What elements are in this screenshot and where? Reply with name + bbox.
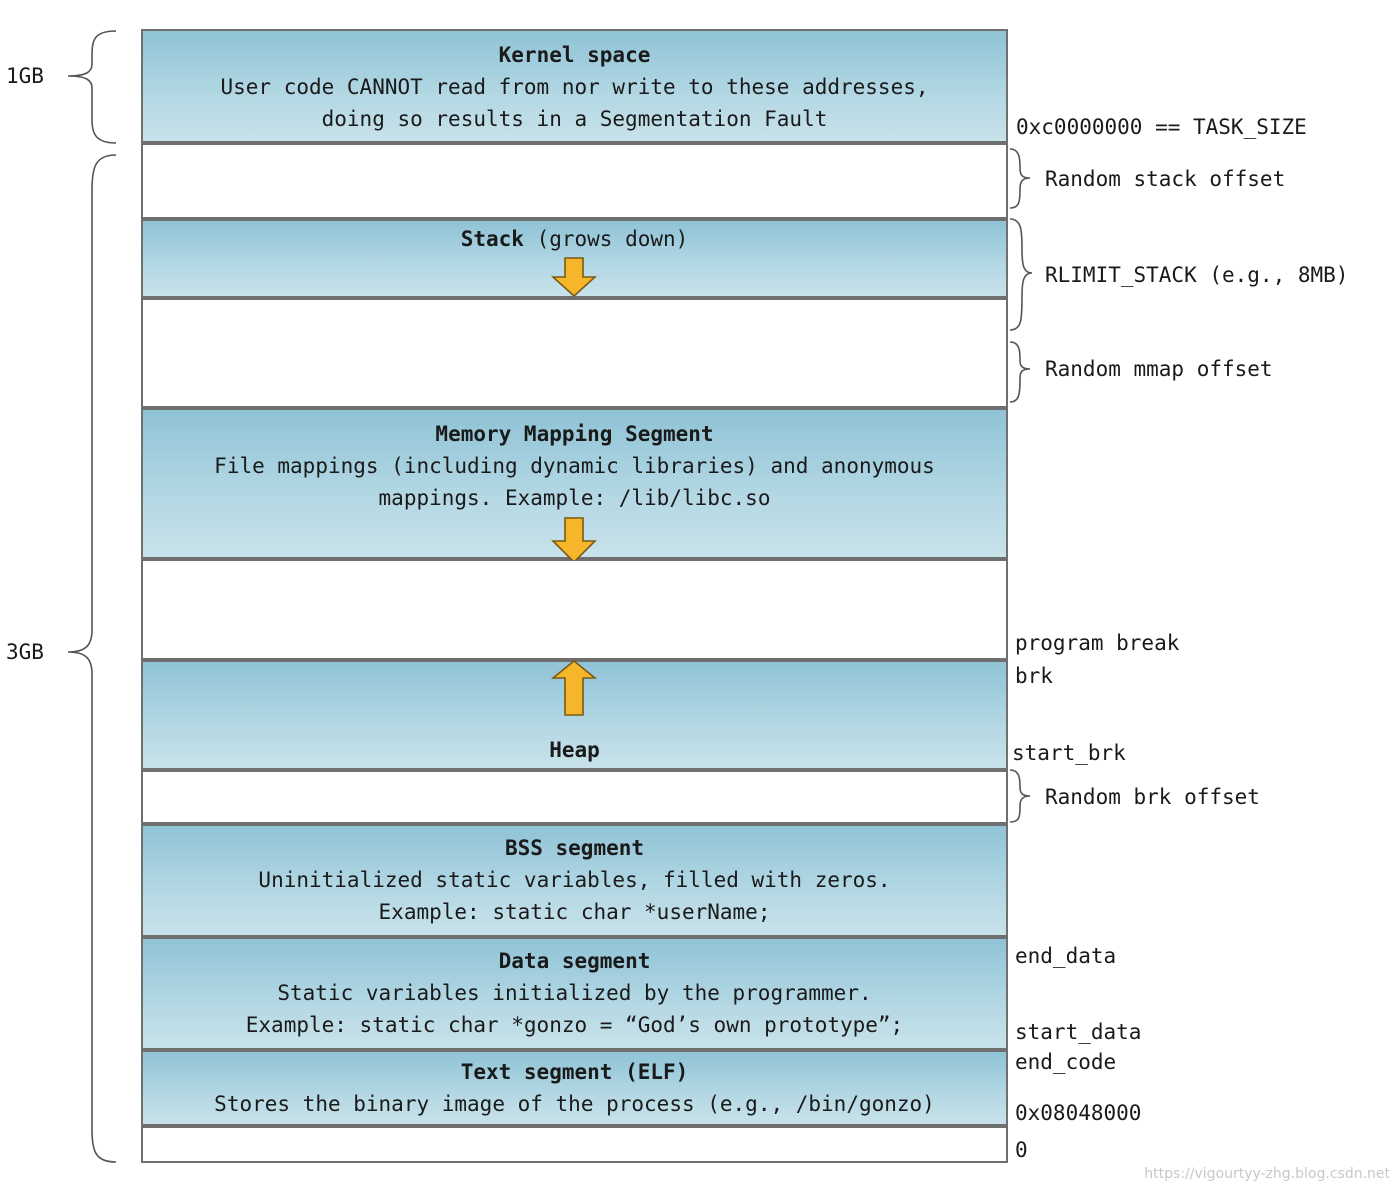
brace-random-mmap-icon — [1009, 341, 1031, 403]
stack-note: (grows down) — [536, 227, 689, 251]
brace-3gb-icon — [67, 154, 117, 1163]
mmap-title: Memory Mapping Segment — [435, 422, 714, 446]
end-code-label: end_code — [1015, 1050, 1117, 1074]
zero-address-label: 0 — [1015, 1138, 1028, 1162]
heap-grows-up-arrow-icon — [551, 660, 597, 716]
random-brk-gap — [141, 770, 1008, 824]
data-segment: Data segment Static variables initialize… — [141, 937, 1008, 1050]
bss-title: BSS segment — [504, 836, 645, 860]
bss-segment: BSS segment Uninitialized static variabl… — [141, 824, 1008, 937]
size-label-1gb: 1GB — [6, 64, 44, 88]
task-size-label: 0xc0000000 == TASK_SIZE — [1016, 115, 1307, 139]
text-start-address-label: 0x08048000 — [1015, 1101, 1142, 1125]
random-mmap-offset-label: Random mmap offset — [1045, 357, 1273, 381]
brace-1gb-icon — [67, 30, 117, 144]
mmap-desc-line1: File mappings (including dynamic librari… — [214, 454, 935, 478]
brace-random-stack-icon — [1009, 148, 1031, 209]
start-data-label: start_data — [1015, 1020, 1142, 1044]
brace-rlimit-icon — [1009, 218, 1033, 331]
mmap-grows-down-arrow-icon — [551, 517, 597, 560]
kernel-space-desc-line2: doing so results in a Segmentation Fault — [321, 107, 828, 131]
random-stack-gap — [141, 143, 1008, 219]
data-desc-line2: Example: static char *gonzo = “God’s own… — [245, 1013, 904, 1037]
brace-random-brk-icon — [1009, 769, 1031, 823]
text-segment: Text segment (ELF) Stores the binary ima… — [141, 1050, 1008, 1126]
bottom-gap — [141, 1126, 1008, 1163]
brk-label: brk — [1015, 664, 1053, 688]
start-brk-label: start_brk — [1012, 741, 1126, 765]
heap-title: Heap — [549, 738, 600, 762]
bss-desc-line2: Example: static char *userName; — [378, 900, 771, 924]
size-label-3gb: 3GB — [6, 640, 44, 664]
bss-desc-line1: Uninitialized static variables, filled w… — [258, 868, 891, 892]
program-break-label: program break — [1015, 631, 1180, 655]
random-stack-offset-label: Random stack offset — [1045, 167, 1286, 191]
data-desc-line1: Static variables initialized by the prog… — [277, 981, 872, 1005]
end-data-label: end_data — [1015, 944, 1117, 968]
random-brk-offset-label: Random brk offset — [1045, 785, 1260, 809]
mmap-heap-gap — [141, 559, 1008, 660]
text-desc-line1: Stores the binary image of the process (… — [214, 1092, 935, 1116]
stack-title: Stack — [460, 227, 524, 251]
watermark: https://vigourtyy-zhg.blog.csdn.net — [1144, 1166, 1390, 1182]
kernel-space-desc-line1: User code CANNOT read from nor write to … — [220, 75, 929, 99]
stack-grows-down-arrow-icon — [551, 257, 597, 297]
stack-mmap-gap — [141, 298, 1008, 408]
kernel-space-segment: Kernel space User code CANNOT read from … — [141, 29, 1008, 143]
data-title: Data segment — [498, 949, 651, 973]
rlimit-stack-label: RLIMIT_STACK (e.g., 8MB) — [1045, 263, 1349, 287]
kernel-space-title: Kernel space — [498, 43, 651, 67]
text-title: Text segment (ELF) — [460, 1060, 689, 1084]
mmap-desc-line2: mappings. Example: /lib/libc.so — [378, 486, 771, 510]
